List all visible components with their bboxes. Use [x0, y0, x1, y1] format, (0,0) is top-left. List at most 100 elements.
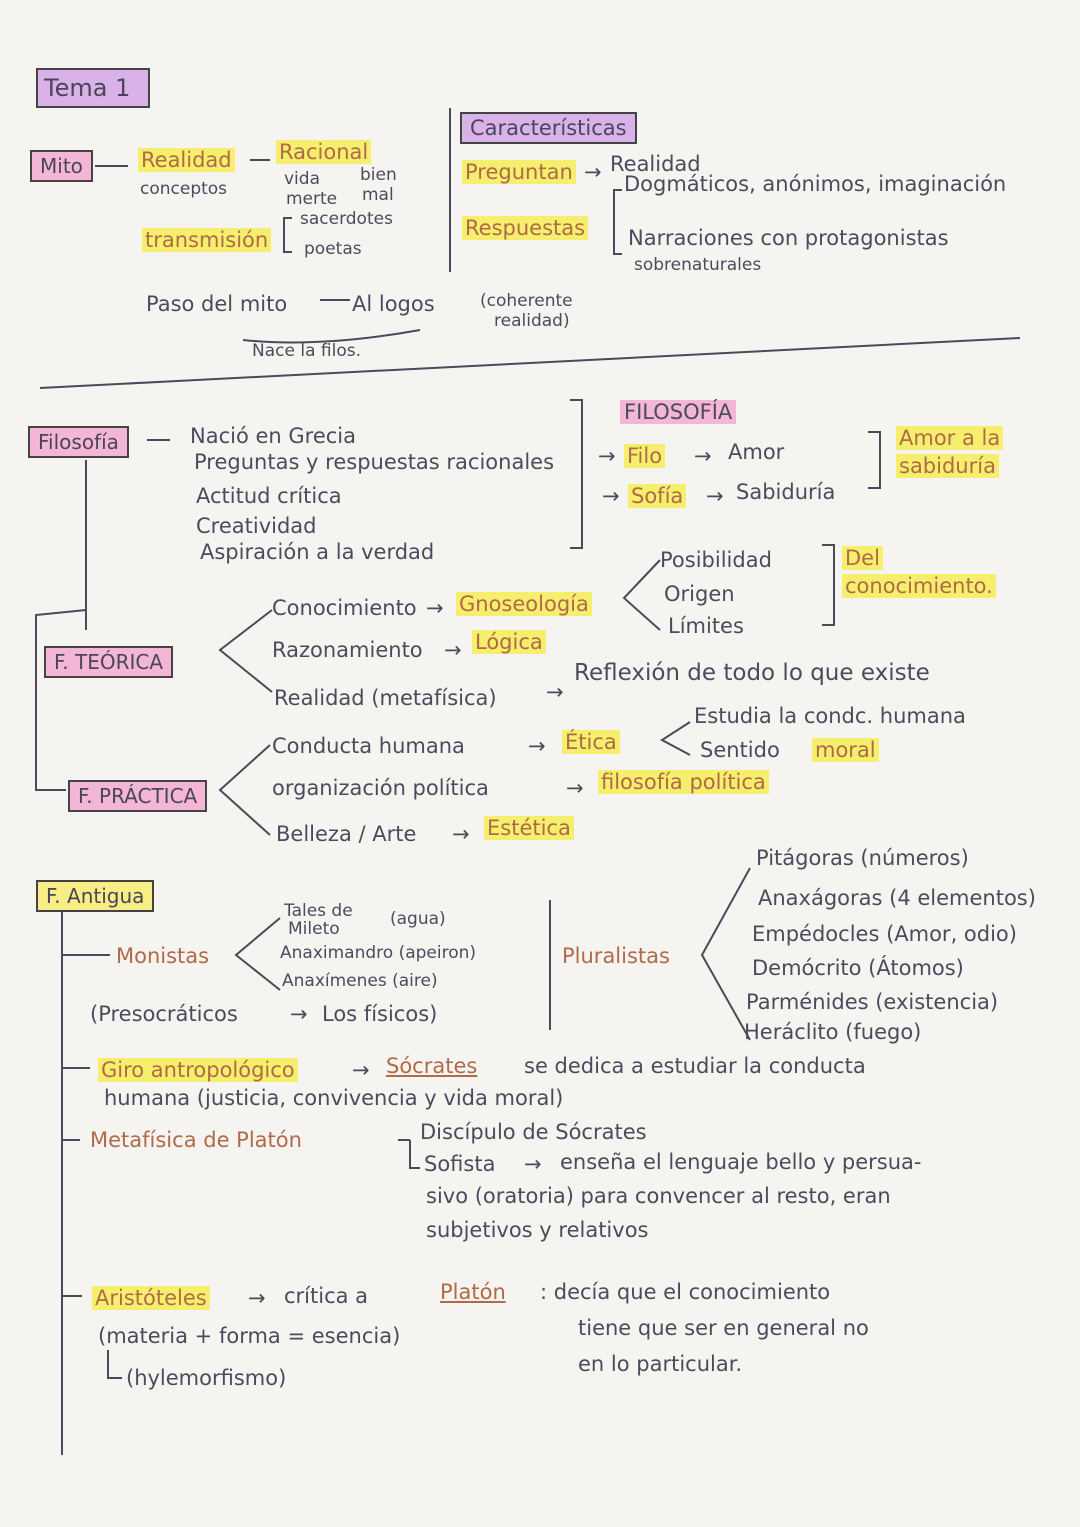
moral-label: moral — [812, 738, 879, 763]
amor-a-la-label: Amor a la — [896, 426, 1004, 451]
pluralista-item: Parménides (existencia) — [746, 990, 999, 1014]
conducta-label: Conducta humana — [272, 734, 465, 758]
coherente-label: (coherente — [480, 291, 573, 311]
racional-label: Racional — [276, 140, 372, 165]
sofista-label: Sofista — [424, 1152, 496, 1176]
monistas-label: Monistas — [116, 944, 210, 968]
bien-label: bien — [360, 165, 397, 185]
sofista-text-3: subjetivos y relativos — [426, 1218, 649, 1242]
sentido-label: Sentido — [700, 738, 780, 762]
estetica-label: Estética — [484, 816, 574, 841]
metafisica-label: Metafísica de Platón — [90, 1128, 302, 1152]
filosofia-item: Creatividad — [196, 514, 317, 538]
filosofia-box: Filosofía — [28, 426, 129, 458]
aristoteles-label: Aristóteles — [92, 1286, 210, 1311]
arrow-icon: → — [602, 484, 620, 508]
arrow-icon: → — [598, 444, 616, 468]
vida-label: vida — [284, 169, 320, 189]
conocimiento-label: Conocimiento — [272, 596, 417, 620]
agua-label: (agua) — [390, 909, 446, 929]
filosofia-title: FILOSOFÍA — [620, 400, 737, 425]
pluralistas-label: Pluralistas — [562, 944, 670, 968]
giro-text-1: se dedica a estudiar la conducta — [524, 1054, 866, 1078]
muerte-label: merte — [286, 189, 338, 209]
antigua-box: F. Antigua — [36, 880, 155, 912]
narraciones-label: Narraciones con protagonistas — [628, 226, 949, 250]
transmision-label: transmisión — [142, 228, 272, 253]
amor-label: Amor — [728, 440, 785, 464]
giro-label: Giro antropológico — [98, 1058, 298, 1083]
arrow-icon: → — [546, 680, 564, 704]
tema-title: Tema 1 — [36, 68, 151, 108]
pluralista-item: Empédocles (Amor, odio) — [752, 922, 1017, 946]
sobrenaturales-label: sobrenaturales — [634, 255, 762, 275]
realidad3-label: realidad) — [494, 311, 570, 331]
filosofia-item: Aspiración a la verdad — [200, 540, 435, 564]
sofia-label: Sofía — [628, 484, 687, 509]
filosofia-item: Nació en Grecia — [190, 424, 357, 448]
decia-text-1: : decía que el conocimiento — [540, 1280, 831, 1304]
arrow-icon: → — [528, 734, 546, 758]
origen-label: Origen — [664, 582, 735, 606]
filosofia-item: Actitud crítica — [196, 484, 342, 508]
del-label: Del — [842, 546, 883, 571]
mito-box: Mito — [30, 150, 93, 182]
belleza-label: Belleza / Arte — [276, 822, 417, 846]
practica-box: F. PRÁCTICA — [68, 780, 208, 812]
arrow-icon: → — [452, 822, 470, 846]
arrow-icon: → — [706, 484, 724, 508]
sabiduria-label: Sabiduría — [736, 480, 836, 504]
arrow-icon: → — [694, 444, 712, 468]
pluralista-item: Pitágoras (números) — [756, 846, 969, 870]
pluralista-item: Anaxágoras (4 elementos) — [758, 886, 1036, 910]
anaximenes-label: Anaxímenes (aire) — [282, 971, 438, 991]
organizacion-label: organización política — [272, 776, 489, 800]
reflexion-label: Reflexión de todo lo que existe — [574, 660, 930, 686]
del-conocimiento-label: conocimiento. — [842, 574, 996, 599]
fil-politica-label: filosofía política — [598, 770, 769, 795]
conceptos-label: conceptos — [140, 179, 228, 199]
sabiduria2-label: sabiduría — [896, 454, 999, 479]
poetas-label: poetas — [304, 239, 362, 259]
teorica-box: F. TEÓRICA — [44, 646, 174, 678]
arrow-icon: → — [566, 776, 584, 800]
sofista-text-1: enseña el lenguaje bello y persua- — [560, 1150, 922, 1174]
nace-label: Nace la filos. — [252, 341, 361, 361]
etica-label: Ética — [562, 730, 620, 755]
estudia-label: Estudia la condc. humana — [694, 704, 966, 728]
gnoseologia-label: Gnoseología — [456, 592, 592, 617]
arrow-icon: → — [426, 596, 444, 620]
realidad-label: Realidad — [138, 148, 235, 173]
critica-label: crítica a — [284, 1284, 369, 1308]
caracteristicas-box: Características — [460, 112, 637, 144]
pluralista-item: Heráclito (fuego) — [744, 1020, 922, 1044]
realidad-metafisica-label: Realidad (metafísica) — [274, 686, 497, 710]
logica-label: Lógica — [472, 630, 546, 655]
mal-label: mal — [362, 185, 394, 205]
posibilidad-label: Posibilidad — [660, 548, 772, 572]
arrow-icon: → — [352, 1058, 370, 1082]
preguntan-label: Preguntan — [462, 160, 576, 185]
sacerdotes-label: sacerdotes — [300, 209, 393, 229]
filosofia-item: Preguntas y respuestas racionales — [194, 450, 555, 474]
paso-label: Paso del mito — [146, 292, 288, 316]
giro-text-2: humana (justicia, convivencia y vida mor… — [104, 1086, 564, 1110]
socrates-label: Sócrates — [386, 1054, 478, 1078]
limites-label: Límites — [668, 614, 744, 638]
arrow-icon: → — [584, 160, 602, 184]
decia-text-3: en lo particular. — [578, 1352, 743, 1376]
arrow-icon: → — [524, 1152, 542, 1176]
decia-text-2: tiene que ser en general no — [578, 1316, 869, 1340]
arrow-icon: → — [444, 638, 462, 662]
logos-label: Al logos — [352, 292, 435, 316]
discipulo-label: Discípulo de Sócrates — [420, 1120, 647, 1144]
sofista-text-2: sivo (oratoria) para convencer al resto,… — [426, 1184, 891, 1208]
anaximandro-label: Anaximandro (apeiron) — [280, 943, 477, 963]
razonamiento-label: Razonamiento — [272, 638, 423, 662]
materia-label: (materia + forma = esencia) — [98, 1324, 401, 1348]
pluralista-item: Demócrito (Átomos) — [752, 956, 964, 980]
dogmaticos-label: Dogmáticos, anónimos, imaginación — [624, 172, 1007, 196]
mileto-label: Mileto — [288, 919, 340, 939]
